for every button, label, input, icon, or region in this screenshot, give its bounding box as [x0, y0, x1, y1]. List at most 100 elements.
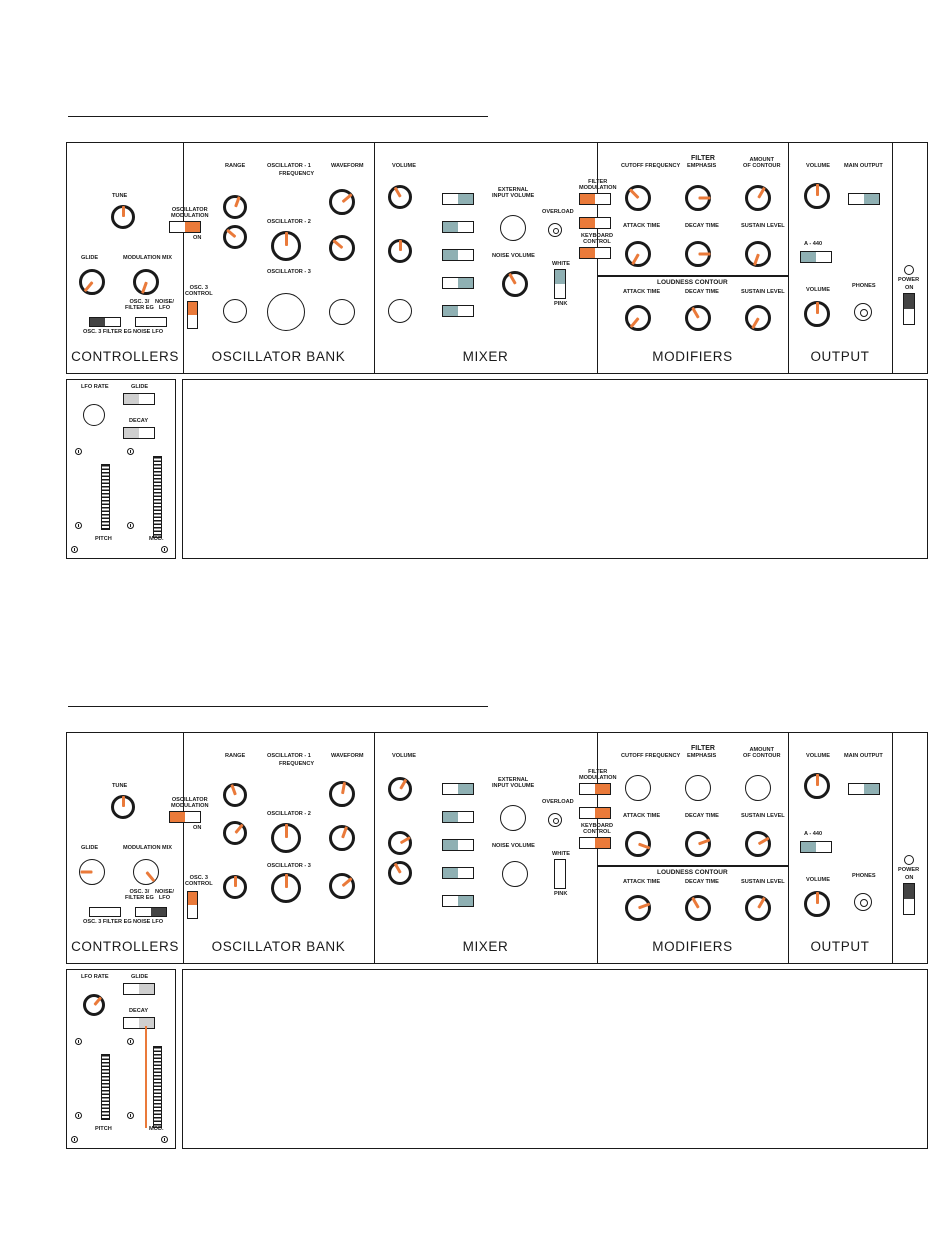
- mixer-switch-3[interactable]: [442, 839, 474, 851]
- filter-attack-knob[interactable]: [625, 241, 651, 267]
- pitch-wheel[interactable]: [101, 1054, 110, 1120]
- osc2-frequency-knob[interactable]: [271, 823, 301, 853]
- filter-sustain-knob[interactable]: [745, 241, 771, 267]
- osc3-waveform-knob[interactable]: [329, 299, 355, 325]
- tune-knob[interactable]: [111, 795, 135, 819]
- mixer-switch-5[interactable]: [442, 305, 474, 317]
- mixer-osc2-knob[interactable]: [388, 831, 412, 855]
- external-input-knob[interactable]: [500, 805, 526, 831]
- noise-lfo-switch[interactable]: [135, 907, 167, 917]
- mixer-switch-2[interactable]: [442, 221, 474, 233]
- osc2-waveform-knob[interactable]: [329, 235, 355, 261]
- power-switch[interactable]: [903, 293, 915, 325]
- mixer-switch-4[interactable]: [442, 867, 474, 879]
- keyboard-control-2-switch[interactable]: [579, 837, 611, 849]
- loud-sustain-knob[interactable]: [745, 305, 771, 331]
- osc1-range-knob[interactable]: [223, 783, 247, 807]
- mixer-osc3-knob[interactable]: [388, 861, 412, 885]
- osc2-frequency-knob[interactable]: [271, 231, 301, 261]
- mixer-switch-1[interactable]: [442, 783, 474, 795]
- mixer-switch-1[interactable]: [442, 193, 474, 205]
- keyboard-control-2-switch[interactable]: [579, 247, 611, 259]
- mixer-switch-5[interactable]: [442, 895, 474, 907]
- noise-volume-knob[interactable]: [502, 861, 528, 887]
- osc2-waveform-knob[interactable]: [329, 825, 355, 851]
- modulation-mix-knob[interactable]: [133, 859, 159, 885]
- main-output-switch[interactable]: [848, 193, 880, 205]
- osc3-filter-eg-switch[interactable]: [89, 317, 121, 327]
- wheel-glide-switch[interactable]: [123, 393, 155, 405]
- lfo-rate-knob[interactable]: [83, 994, 105, 1016]
- osc2-range-knob[interactable]: [223, 225, 247, 249]
- loud-decay-knob[interactable]: [685, 305, 711, 331]
- phones-volume-knob[interactable]: [804, 301, 830, 327]
- external-input-knob[interactable]: [500, 215, 526, 241]
- output-volume-knob[interactable]: [804, 773, 830, 799]
- mixer-switch-3[interactable]: [442, 249, 474, 261]
- mixer-switch-2[interactable]: [442, 811, 474, 823]
- loud-attack-knob[interactable]: [625, 895, 651, 921]
- osc3-control-switch[interactable]: [187, 301, 198, 329]
- emphasis-knob[interactable]: [685, 185, 711, 211]
- phones-jack[interactable]: [854, 893, 872, 911]
- osc-modulation-switch[interactable]: [169, 221, 201, 233]
- mixer-osc1-knob[interactable]: [388, 777, 412, 801]
- mod-wheel[interactable]: [153, 456, 162, 538]
- osc3-frequency-knob[interactable]: [271, 873, 301, 903]
- mixer-osc2-knob[interactable]: [388, 239, 412, 263]
- cutoff-knob[interactable]: [625, 775, 651, 801]
- mixer-osc3-knob[interactable]: [388, 299, 412, 323]
- osc-modulation-switch[interactable]: [169, 811, 201, 823]
- osc2-range-knob[interactable]: [223, 821, 247, 845]
- mixer-osc1-knob[interactable]: [388, 185, 412, 209]
- filter-modulation-switch[interactable]: [579, 193, 611, 205]
- keyboard-control-1-switch[interactable]: [579, 217, 611, 229]
- wheel-glide-switch[interactable]: [123, 983, 155, 995]
- amount-contour-knob[interactable]: [745, 775, 771, 801]
- screw-icon: [127, 448, 134, 455]
- loud-sustain-knob[interactable]: [745, 895, 771, 921]
- osc3-control-switch[interactable]: [187, 891, 198, 919]
- noise-lfo-switch[interactable]: [135, 317, 167, 327]
- tune-knob[interactable]: [111, 205, 135, 229]
- glide-knob[interactable]: [79, 859, 105, 885]
- white-pink-switch[interactable]: [554, 859, 566, 889]
- osc3-waveform-knob[interactable]: [329, 873, 355, 899]
- osc3-range-knob[interactable]: [223, 299, 247, 323]
- keyboard-control-1-switch[interactable]: [579, 807, 611, 819]
- pitch-wheel[interactable]: [101, 464, 110, 530]
- filter-modulation-switch[interactable]: [579, 783, 611, 795]
- main-output-switch[interactable]: [848, 783, 880, 795]
- filter-sustain-knob[interactable]: [745, 831, 771, 857]
- glide-label: GLIDE: [81, 845, 99, 851]
- osc3-filter-eg-switch[interactable]: [89, 907, 121, 917]
- output-volume-knob[interactable]: [804, 183, 830, 209]
- loud-decay-knob[interactable]: [685, 895, 711, 921]
- mixer-switch-4[interactable]: [442, 277, 474, 289]
- emphasis-knob[interactable]: [685, 775, 711, 801]
- noise-volume-knob[interactable]: [502, 271, 528, 297]
- wheel-decay-switch[interactable]: [123, 1017, 155, 1029]
- power-switch[interactable]: [903, 883, 915, 915]
- glide-knob[interactable]: [79, 269, 105, 295]
- filter-attack-knob[interactable]: [625, 831, 651, 857]
- osc1-waveform-knob[interactable]: [329, 189, 355, 215]
- osc3-frequency-knob[interactable]: [267, 293, 305, 331]
- phones-jack[interactable]: [854, 303, 872, 321]
- cutoff-knob[interactable]: [625, 185, 651, 211]
- white-pink-switch[interactable]: [554, 269, 566, 299]
- a440-switch[interactable]: [800, 251, 832, 263]
- filter-decay-knob[interactable]: [685, 241, 711, 267]
- lfo-rate-knob[interactable]: [83, 404, 105, 426]
- filter-decay-knob[interactable]: [685, 831, 711, 857]
- mod-wheel[interactable]: [153, 1046, 162, 1128]
- osc1-waveform-knob[interactable]: [329, 781, 355, 807]
- a440-switch[interactable]: [800, 841, 832, 853]
- loud-attack-knob[interactable]: [625, 305, 651, 331]
- osc3-range-knob[interactable]: [223, 875, 247, 899]
- amount-contour-knob[interactable]: [745, 185, 771, 211]
- wheel-decay-switch[interactable]: [123, 427, 155, 439]
- phones-volume-knob[interactable]: [804, 891, 830, 917]
- osc1-range-knob[interactable]: [223, 195, 247, 219]
- modulation-mix-knob[interactable]: [133, 269, 159, 295]
